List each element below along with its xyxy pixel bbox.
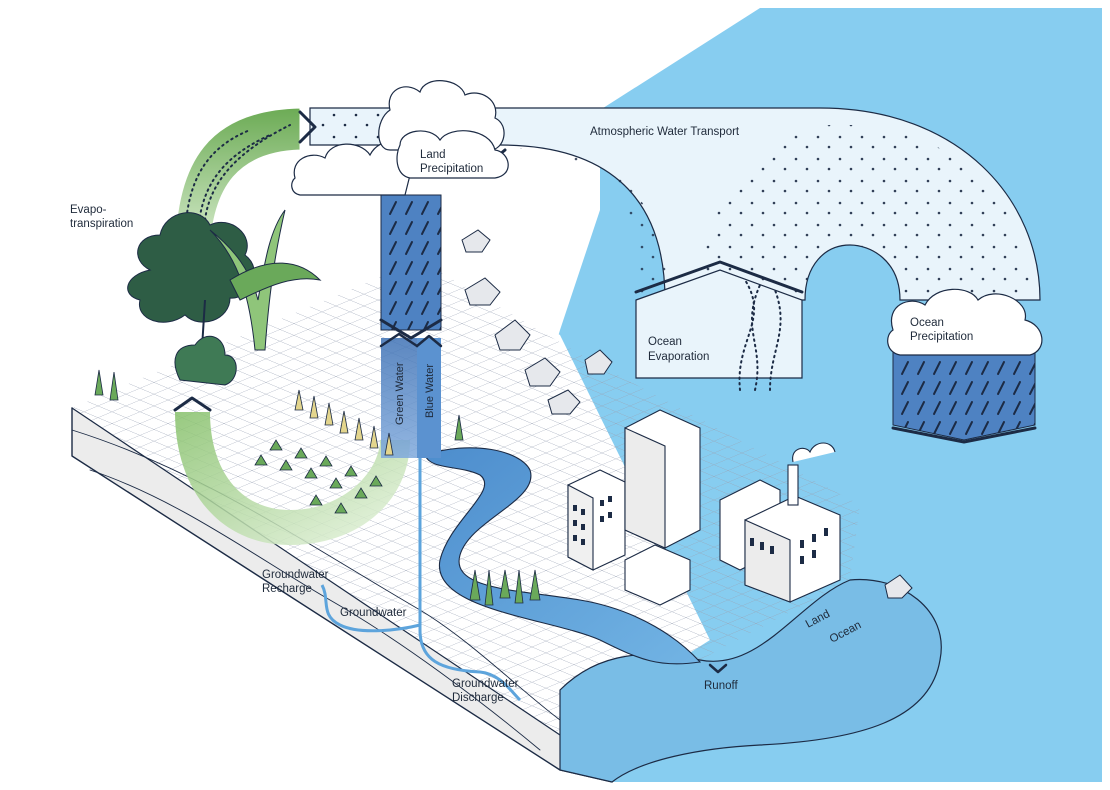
river <box>424 447 702 665</box>
green-water-label: Green Water <box>394 362 406 425</box>
atmospheric-transport-label: Atmospheric Water Transport <box>590 126 740 138</box>
reeds <box>94 369 541 606</box>
ocean-precipitation-label-line1: Ocean <box>910 317 944 329</box>
ocean-evaporation-box: Ocean Evaporation <box>634 260 804 391</box>
ocean-evaporation-label-line1: Ocean <box>648 336 682 348</box>
groundwater-label: Groundwater <box>340 607 407 619</box>
groundwater-recharge-label-line1: Groundwater <box>262 569 329 581</box>
evapotranspiration-label-line1: Evapo- <box>70 204 107 216</box>
crop-field <box>254 439 383 514</box>
city-windows <box>573 496 828 564</box>
ocean-precipitation: Ocean Precipitation <box>887 288 1043 444</box>
evapotranspiration-flow <box>174 107 301 256</box>
ground-surface-grid <box>72 260 860 735</box>
wheat-field <box>294 389 394 456</box>
ocean-evaporation-label-line2: Evaporation <box>648 351 709 363</box>
green-water-column <box>381 338 417 458</box>
groundwater-discharge-label-line2: Discharge <box>452 692 504 704</box>
land-precipitation-label-line1: Land <box>420 149 446 161</box>
shore-rocks <box>461 229 913 599</box>
ocean-precipitation-label-line2: Precipitation <box>910 331 973 343</box>
groundwater-discharge-label-line1: Groundwater <box>452 678 519 690</box>
groundwater-recharge-label-line2: Recharge <box>262 583 312 595</box>
land-precipitation-label-line2: Precipitation <box>420 163 483 175</box>
trees <box>127 209 322 386</box>
blue-water-label: Blue Water <box>424 364 436 418</box>
blue-water-column <box>417 338 441 458</box>
green-water-flow <box>175 412 410 545</box>
groundwater-streams <box>320 458 522 702</box>
runoff-label: Runoff <box>704 680 738 692</box>
land-cloud <box>291 80 509 196</box>
evapotranspiration-label-line2: transpiration <box>70 218 133 230</box>
